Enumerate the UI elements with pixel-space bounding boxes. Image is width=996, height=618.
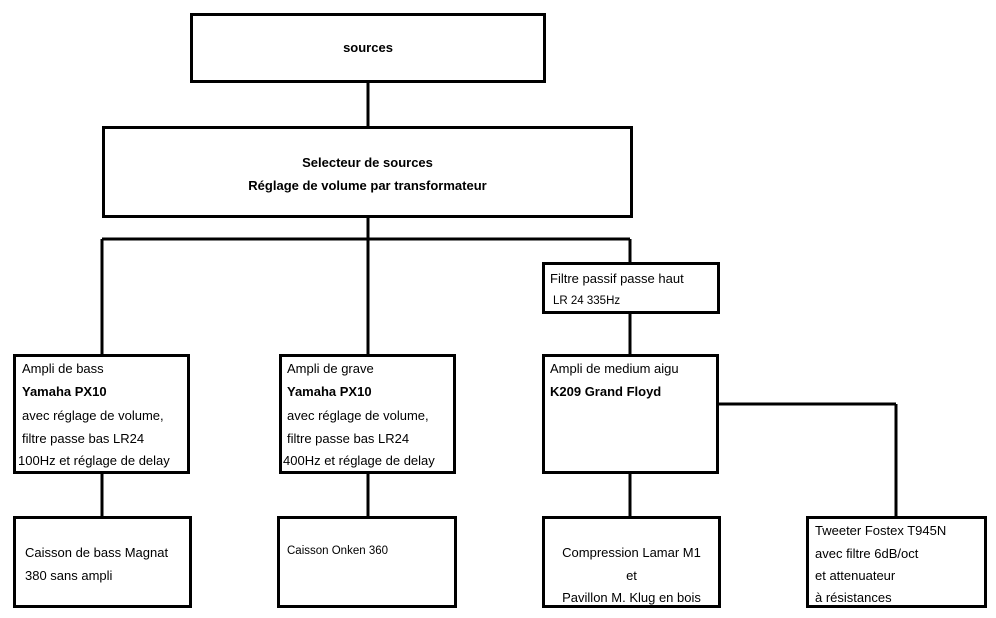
bass-amp-line5: 100Hz et réglage de delay [18, 453, 170, 468]
tweeter-line4: à résistances [815, 590, 892, 605]
selector-line2: Réglage de volume par transformateur [248, 178, 487, 193]
mid-high-amp-box: Ampli de medium aigu K209 Grand Floyd [542, 354, 719, 474]
compression-line3: Pavillon M. Klug en bois [562, 590, 701, 605]
tweeter-line3: et attenuateur [815, 568, 896, 583]
filter-line1: Filtre passif passe haut [550, 271, 684, 286]
bass-amp-line4: filtre passe bas LR24 [22, 431, 145, 446]
low-amp-line4: filtre passe bas LR24 [287, 431, 410, 446]
low-amp-line5: 400Hz et réglage de delay [283, 453, 435, 468]
low-amp-line3: avec réglage de volume, [287, 408, 429, 423]
bass-enclosure-line2: 380 sans ampli [25, 568, 113, 583]
bass-amp-line1: Ampli de bass [22, 361, 104, 376]
bass-amp-box: Ampli de bass Yamaha PX10 avec réglage d… [13, 354, 190, 474]
high-pass-filter-box: Filtre passif passe haut LR 24 335Hz [542, 262, 720, 314]
sources-box: sources [190, 13, 546, 83]
tweeter-box: Tweeter Fostex T945N avec filtre 6dB/oct… [806, 516, 987, 608]
compression-line2: et [626, 568, 637, 583]
low-enclosure-line1: Caisson Onken 360 [287, 545, 389, 557]
bass-enclosure-line1: Caisson de bass Magnat [25, 545, 169, 560]
filter-line2: LR 24 335Hz [553, 295, 621, 307]
selector-box: Selecteur de sources Réglage de volume p… [102, 126, 633, 218]
low-amp-model: Yamaha PX10 [287, 384, 372, 399]
bass-amp-model: Yamaha PX10 [22, 384, 107, 399]
compression-line1: Compression Lamar M1 [562, 545, 701, 560]
compression-horn-box: Compression Lamar M1 et Pavillon M. Klug… [542, 516, 721, 608]
low-enclosure-box: Caisson Onken 360 [277, 516, 457, 608]
low-amp-box: Ampli de grave Yamaha PX10 avec réglage … [279, 354, 456, 474]
mid-high-amp-model: K209 Grand Floyd [550, 384, 662, 399]
bass-enclosure-box: Caisson de bass Magnat 380 sans ampli [13, 516, 192, 608]
bass-amp-line3: avec réglage de volume, [22, 408, 164, 423]
sources-label: sources [343, 40, 393, 55]
selector-line1: Selecteur de sources [302, 155, 433, 170]
tweeter-line2: avec filtre 6dB/oct [815, 546, 919, 561]
mid-high-amp-line1: Ampli de medium aigu [550, 361, 679, 376]
low-amp-line1: Ampli de grave [287, 361, 374, 376]
tweeter-line1: Tweeter Fostex T945N [815, 523, 947, 538]
